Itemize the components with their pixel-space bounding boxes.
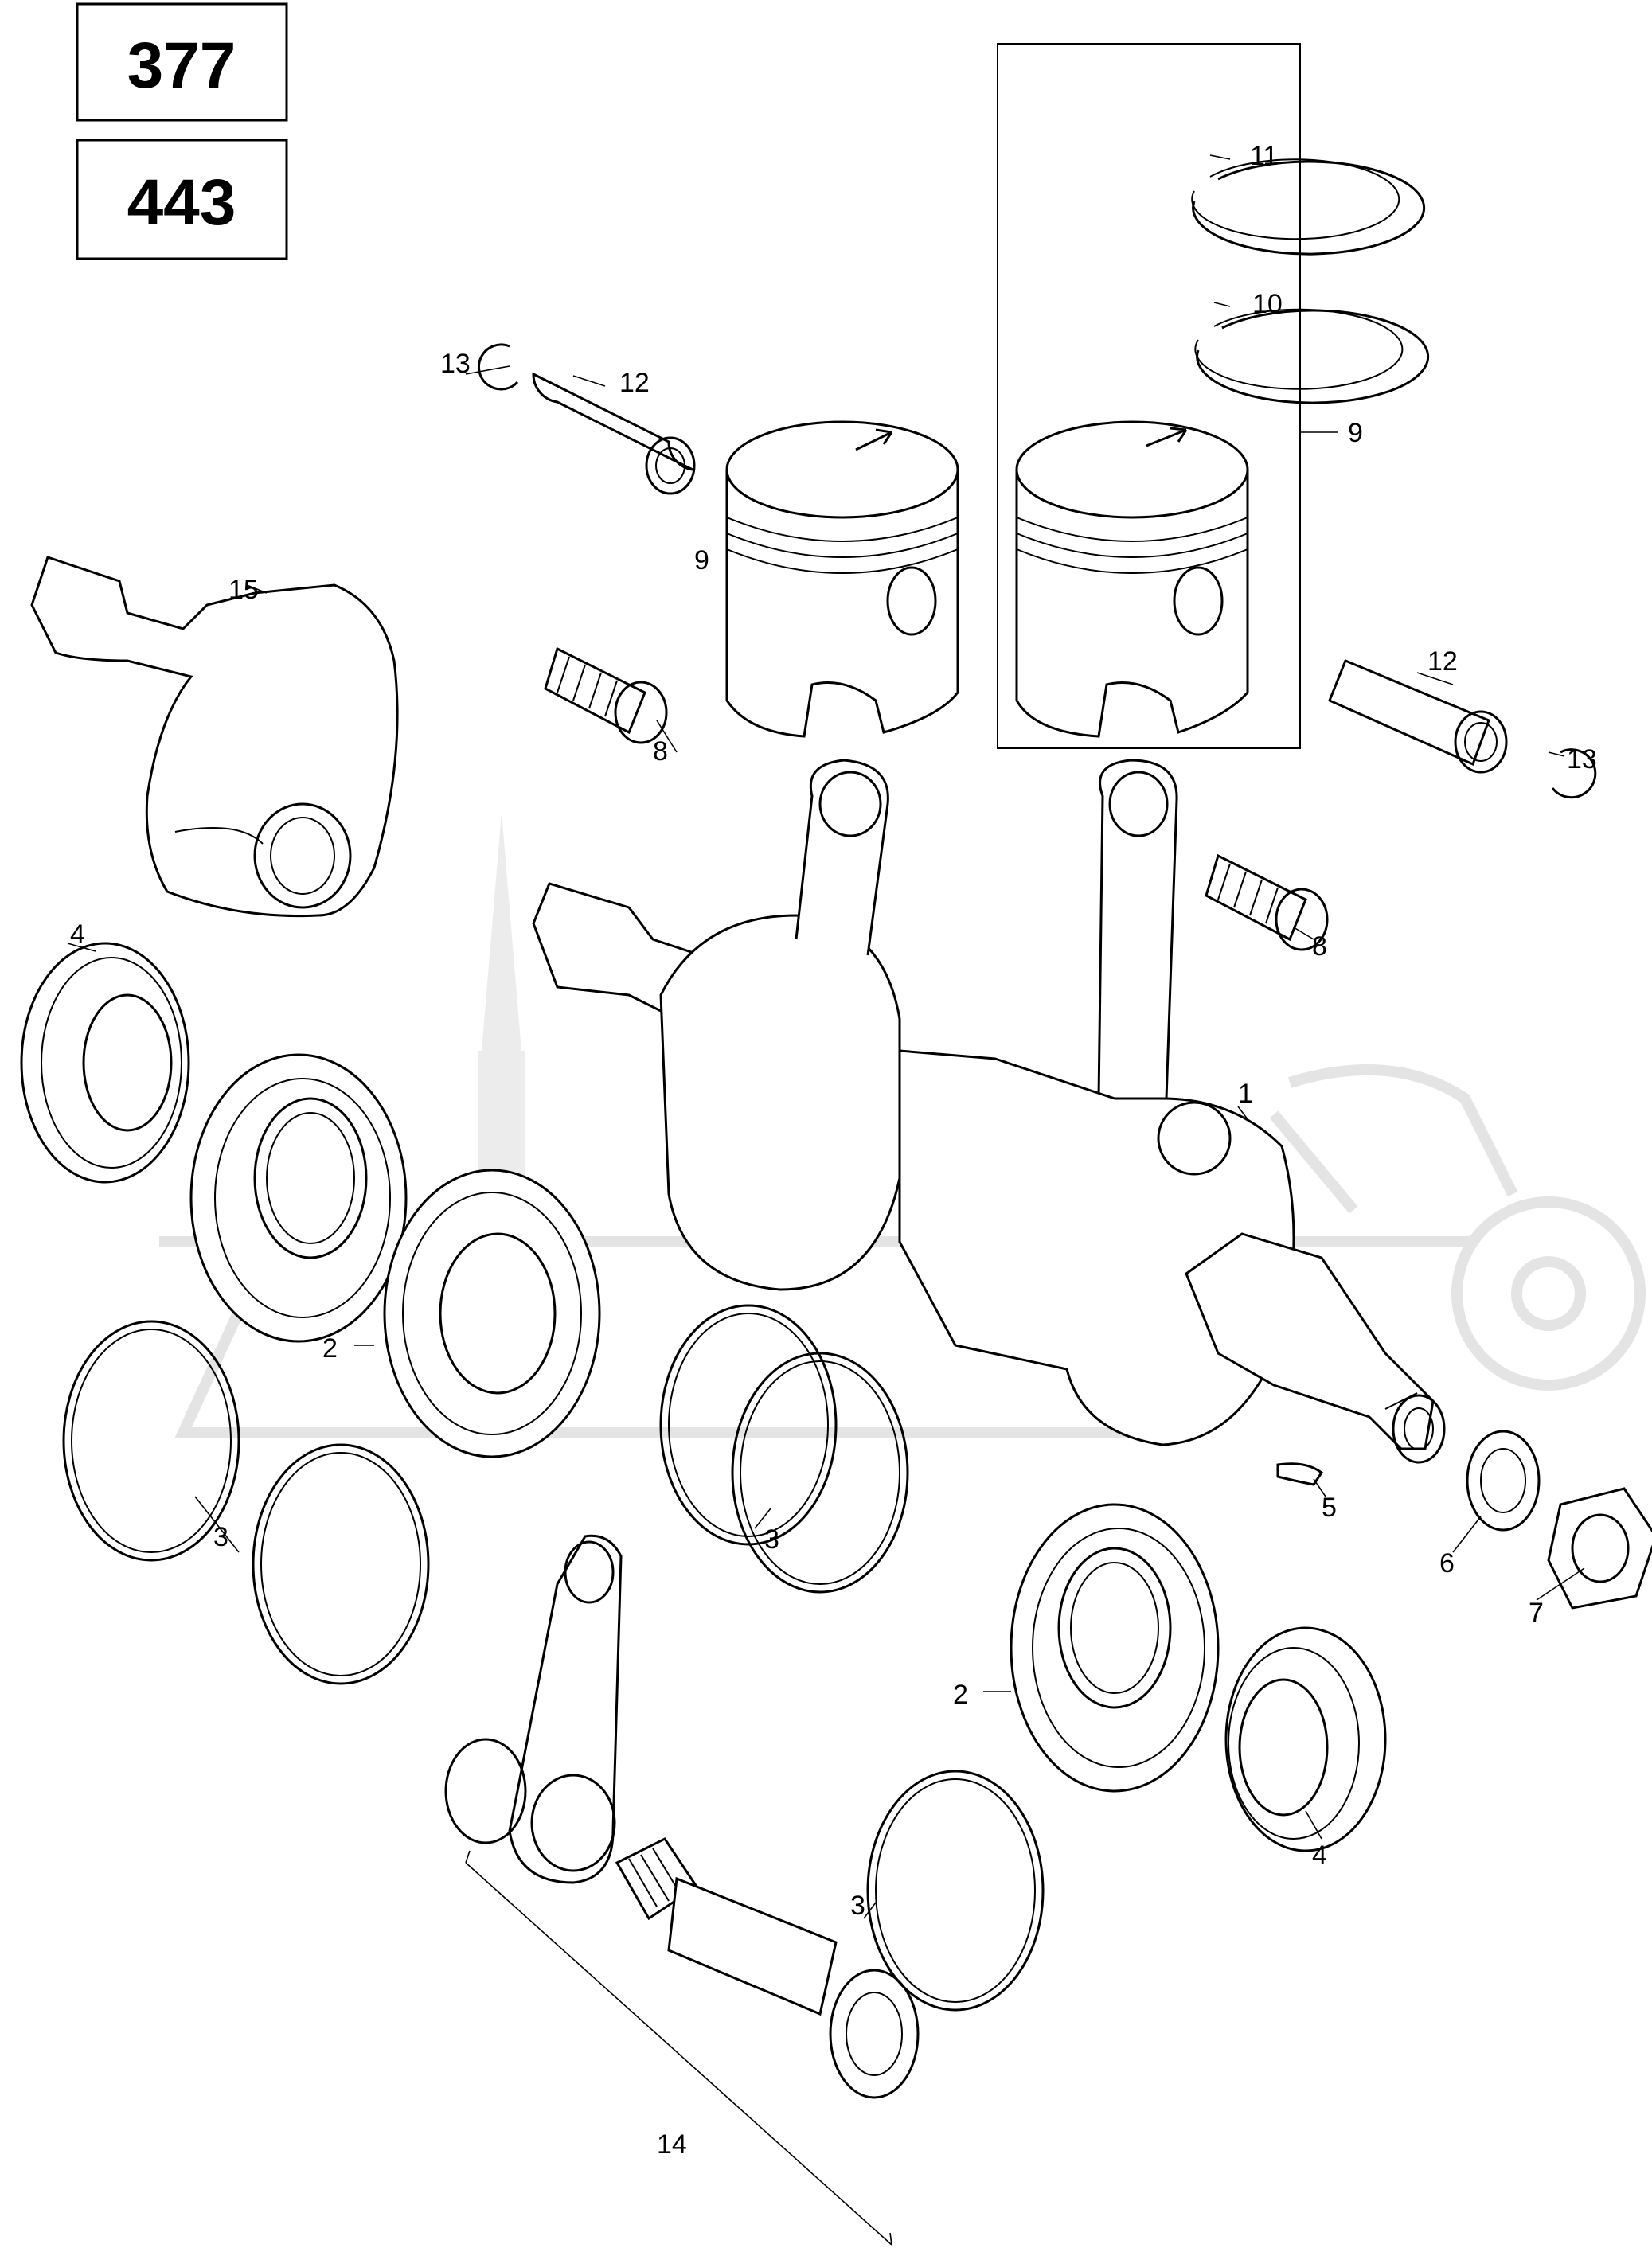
callout-12-left: 12	[619, 368, 650, 398]
circlip-left	[478, 343, 519, 391]
model-box-377: 377	[76, 2, 288, 122]
callout-8-left: 8	[653, 736, 668, 767]
ball-bearing-left	[189, 1053, 408, 1343]
locating-ring-c	[659, 1304, 838, 1546]
callout-11: 11	[1250, 141, 1278, 171]
callout-10: 10	[1252, 289, 1283, 319]
oil-seal-left	[20, 942, 190, 1184]
callout-12-right: 12	[1427, 646, 1458, 677]
piston-ring-top	[1191, 158, 1426, 256]
callout-4-left: 4	[70, 919, 85, 950]
callout-3-left: 3	[213, 1522, 228, 1552]
needle-bearing-right	[1205, 853, 1329, 951]
locating-ring-b	[252, 1443, 430, 1685]
callout-5: 5	[1322, 1493, 1337, 1523]
callout-13-left: 13	[440, 349, 471, 379]
ball-bearing-right	[1010, 1503, 1220, 1793]
callout-8-right: 8	[1312, 931, 1327, 962]
callout-4-right: 4	[1312, 1840, 1327, 1871]
locating-ring-e	[866, 1770, 1045, 2012]
callout-13-right: 13	[1567, 744, 1597, 775]
piston-kit-piston	[1015, 420, 1249, 738]
callout-2-right: 2	[953, 1680, 968, 1710]
oil-seal-right	[1224, 1626, 1387, 1852]
lock-washer	[1466, 1430, 1541, 1532]
wrist-pin-right	[1328, 659, 1508, 774]
woodruff-key	[1276, 1462, 1324, 1486]
hex-nut	[1547, 1487, 1652, 1610]
callout-3-right: 3	[850, 1891, 865, 1921]
callout-9-left: 9	[694, 545, 709, 576]
callout-15: 15	[228, 575, 259, 605]
callout-6: 6	[1439, 1548, 1455, 1579]
crankshaft-assembly	[532, 759, 1446, 1464]
model-box-443: 443	[76, 139, 288, 260]
locating-ring-a	[62, 1320, 240, 1562]
leader-lines	[67, 154, 1585, 1919]
piston-ring-second	[1194, 308, 1430, 404]
piston-kit-frame	[997, 43, 1338, 749]
callout-7: 7	[1529, 1598, 1544, 1628]
piston-left	[725, 420, 959, 738]
circlip-right	[1551, 748, 1597, 799]
callouts: 1 2 2 2 3 3 3 4 4 5 6 7 8 8 9 9 10 11 12…	[70, 141, 1597, 2160]
callout-3-center: 3	[764, 1524, 779, 1555]
needle-bearing-left	[544, 646, 668, 744]
crankshaft-half	[30, 556, 399, 918]
ball-bearing-center	[383, 1169, 601, 1458]
callout-14: 14	[657, 2129, 687, 2160]
model-box-label: 443	[127, 166, 236, 239]
wrist-pin-left	[532, 372, 696, 495]
model-box-label: 377	[127, 29, 236, 102]
callout-9-kit: 9	[1348, 418, 1363, 448]
connecting-rod-kit	[444, 1534, 920, 2246]
callout-2-left: 2	[322, 1333, 338, 1364]
locating-ring-d	[731, 1352, 909, 1594]
callout-1: 1	[1238, 1079, 1253, 1109]
